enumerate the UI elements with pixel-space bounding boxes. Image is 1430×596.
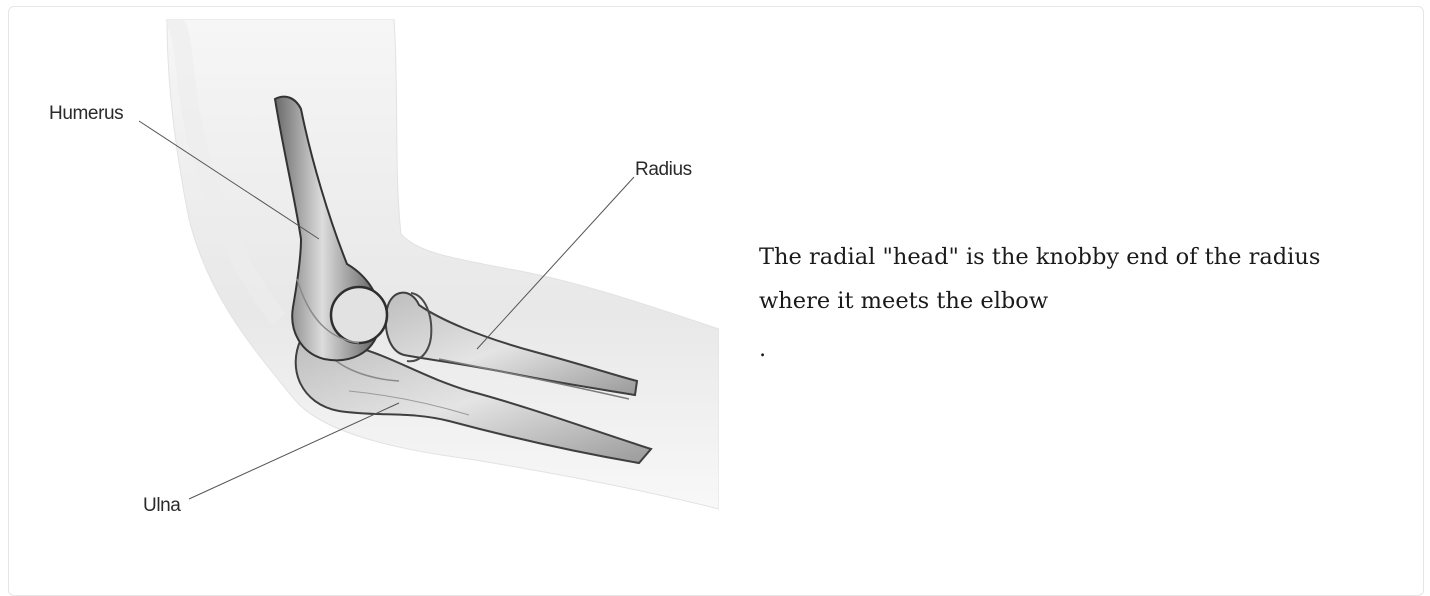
ulna-leader-line <box>189 403 399 499</box>
arm-silhouette <box>167 19 719 509</box>
content-card: Humerus Radius Ulna The radial "head" is… <box>8 6 1424 596</box>
caption-trailing-dot: . <box>759 327 1379 371</box>
caption: The radial "head" is the knobby end of t… <box>759 235 1379 371</box>
humerus-label: Humerus <box>49 103 123 124</box>
caption-text: The radial "head" is the knobby end of t… <box>759 235 1379 323</box>
radius-label: Radius <box>635 159 692 180</box>
elbow-anatomy-illustration: Humerus Radius Ulna <box>39 19 719 519</box>
ulna-label: Ulna <box>143 495 181 516</box>
elbow-anatomy-svg: Humerus Radius Ulna <box>39 19 719 519</box>
